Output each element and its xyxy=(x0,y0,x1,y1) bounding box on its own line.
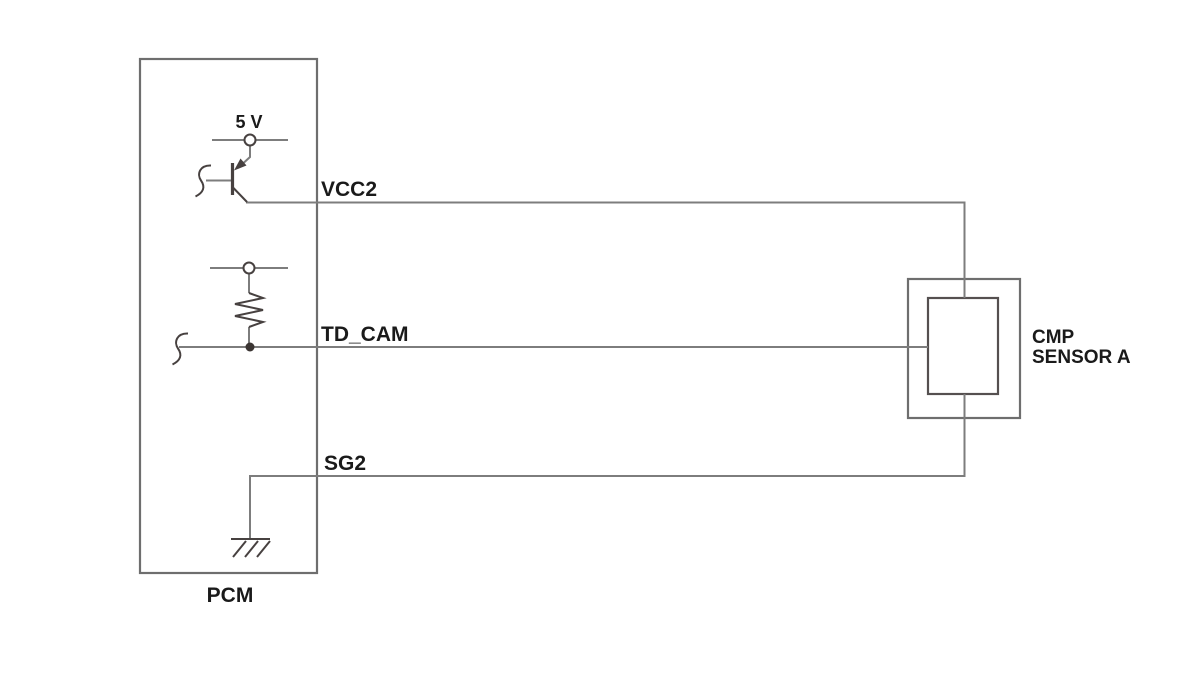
vcc2-wire xyxy=(246,201,966,298)
transistor-emitter-arrow-icon xyxy=(234,158,247,171)
sg2-wire xyxy=(249,394,966,538)
wire-break-icon xyxy=(172,332,189,366)
outline-boxes xyxy=(138,57,1022,575)
supply-terminal-circle-icon xyxy=(243,133,257,147)
component-symbols xyxy=(172,133,271,558)
sensor-label-line1: CMP xyxy=(1032,327,1075,348)
resistor-zigzag-icon xyxy=(234,292,267,328)
sensor-label-line2: SENSOR A xyxy=(1032,347,1131,368)
ground-icon xyxy=(231,538,271,558)
pcm-module-label: PCM xyxy=(207,584,254,607)
td-cam-signal-label: TD_CAM xyxy=(321,323,409,346)
junction-dot-icon xyxy=(245,342,255,352)
pcm-box xyxy=(138,57,319,575)
wires xyxy=(179,139,966,538)
cmp-sensor-inner-box xyxy=(926,296,1000,396)
vcc2-signal-label: VCC2 xyxy=(321,178,377,201)
wire-break-icon xyxy=(195,164,212,198)
supply-terminal-circle-icon xyxy=(242,261,256,275)
sg2-signal-label: SG2 xyxy=(324,452,366,475)
transistor-collector-lead xyxy=(231,186,248,203)
supply-voltage-label: 5 V xyxy=(235,112,262,132)
